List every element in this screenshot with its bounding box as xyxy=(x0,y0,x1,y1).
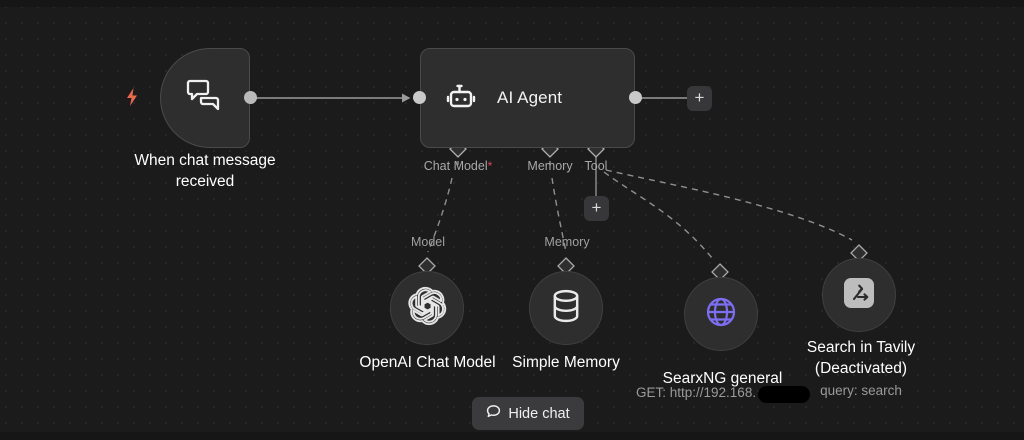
node-searxng-general[interactable] xyxy=(684,277,758,351)
edge-label-memory: Memory xyxy=(544,235,590,249)
robot-icon xyxy=(443,80,479,116)
chat-bubbles-icon xyxy=(185,77,225,120)
subcaption-search-in-tavily: query: search xyxy=(820,383,902,398)
node-openai-chat-model[interactable] xyxy=(390,271,464,345)
agent-input-endpoint[interactable] xyxy=(413,91,426,104)
edge-label-model: Model xyxy=(410,235,446,249)
canvas-top-edge xyxy=(0,0,1024,7)
node-ai-agent[interactable]: AI Agent xyxy=(420,48,635,148)
caption-when-chat-message-received: When chat message received xyxy=(134,152,276,190)
agent-output-endpoint[interactable] xyxy=(629,91,642,104)
openai-logo-icon xyxy=(407,286,447,331)
add-tool-button[interactable]: + xyxy=(584,196,609,221)
hide-chat-label: Hide chat xyxy=(508,405,570,422)
port-label-memory: Memory xyxy=(527,159,573,173)
node-when-chat-message-received[interactable] xyxy=(160,48,250,148)
port-label-tool: Tool xyxy=(584,159,608,173)
node-title-ai-agent: AI Agent xyxy=(497,88,563,107)
database-icon xyxy=(549,287,583,330)
caption-searxng-general: SearxNG general xyxy=(662,370,783,387)
chat-bubble-icon xyxy=(486,404,501,423)
subcaption-searxng-general: GET: http://192.168. xyxy=(636,385,757,400)
tavily-icon xyxy=(841,275,877,316)
caption-simple-memory: Simple Memory xyxy=(512,354,620,371)
port-label-chat-model: Chat Model* xyxy=(423,159,493,173)
caption-search-in-tavily: Search in Tavily (Deactivated) xyxy=(806,339,916,377)
required-marker: * xyxy=(487,159,493,173)
caption-openai-chat-model: OpenAI Chat Model xyxy=(359,354,496,371)
redaction-blob xyxy=(758,386,810,403)
add-node-after-agent-button[interactable]: + xyxy=(687,86,712,111)
globe-icon xyxy=(703,294,739,335)
node-search-in-tavily[interactable] xyxy=(822,258,896,332)
lightning-bolt-icon xyxy=(124,87,140,107)
canvas-bottom-edge xyxy=(0,432,1024,440)
node-simple-memory[interactable] xyxy=(529,271,603,345)
hide-chat-button[interactable]: Hide chat xyxy=(472,397,584,430)
trigger-output-endpoint[interactable] xyxy=(244,91,257,104)
